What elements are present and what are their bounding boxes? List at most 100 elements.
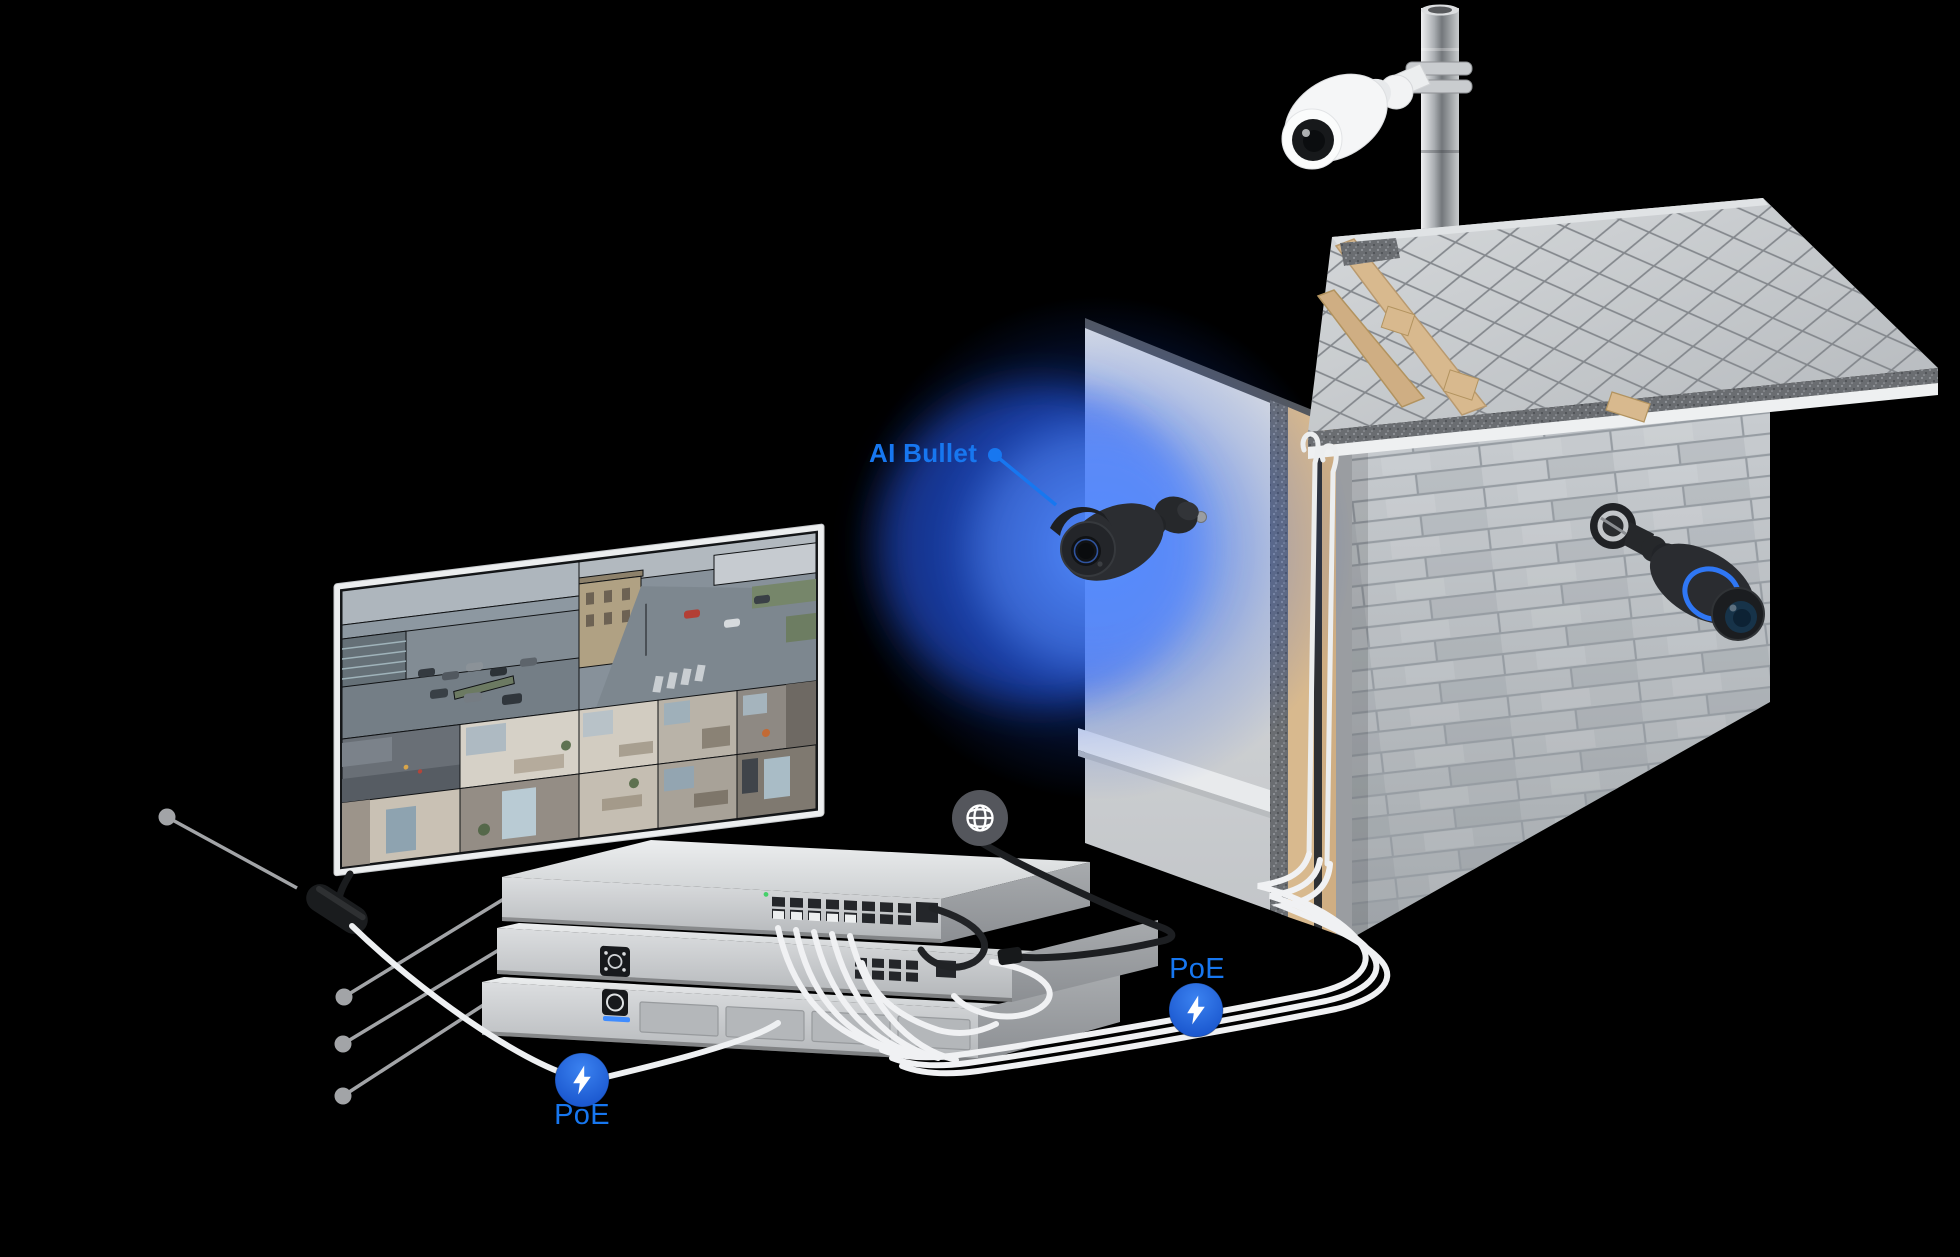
ethernet-port xyxy=(898,915,911,926)
uplink-cable xyxy=(978,839,1176,962)
in-wall-cables xyxy=(1300,431,1339,867)
nvr-led-strip xyxy=(603,1015,630,1023)
cable-plug xyxy=(791,911,802,921)
brick-wall-pattern xyxy=(1352,398,1770,938)
switch-front xyxy=(502,877,941,943)
patch-cable xyxy=(775,925,887,1051)
ethernet-port xyxy=(906,960,918,970)
purlin-end-2 xyxy=(1442,369,1480,401)
drive-bay xyxy=(639,1001,719,1037)
camera-feed-tile xyxy=(578,763,659,839)
camera-feed-tile xyxy=(459,709,580,790)
monitor-cable xyxy=(335,870,354,902)
display-logo-ring xyxy=(607,954,623,969)
purlin-end xyxy=(1380,305,1416,337)
callout-dot xyxy=(334,1087,352,1105)
camera-body xyxy=(1284,73,1388,163)
camera-hood xyxy=(1050,507,1112,536)
camera-mount-cap xyxy=(1177,501,1199,521)
ethernet-port xyxy=(808,898,821,909)
power-adapter xyxy=(306,884,368,934)
display-dot xyxy=(604,951,608,955)
roof-shingle-pattern xyxy=(1308,198,1938,432)
mount-slot xyxy=(1600,516,1627,536)
gateway-display xyxy=(600,945,630,978)
switch-top xyxy=(502,840,1090,899)
gable-rafter-2 xyxy=(1316,289,1426,408)
ethernet-port xyxy=(906,972,918,982)
patch-cables xyxy=(775,925,1053,1063)
camera-feed-tile xyxy=(736,744,817,820)
patch-cable-loop xyxy=(951,959,1053,1020)
cable-plug xyxy=(773,910,784,920)
patch-cable xyxy=(829,931,941,1061)
camera-cable xyxy=(1319,443,1339,867)
poe-label-wall: PoE xyxy=(554,1099,610,1131)
ethernet-port xyxy=(826,899,839,910)
gateway-front xyxy=(497,928,1012,1002)
callout-dot xyxy=(335,988,353,1006)
sfp-cable-loop xyxy=(917,904,988,971)
patch-cable xyxy=(847,933,959,1063)
ethernet-port xyxy=(772,896,785,907)
poe-badge-wall xyxy=(1168,982,1224,1038)
roof-ridge-cap xyxy=(1332,198,1768,244)
internet-uplink-cable xyxy=(917,839,1176,971)
ethernet-port xyxy=(880,914,893,925)
cable-plug xyxy=(809,912,820,922)
camera-feed-tile xyxy=(459,773,580,854)
display-dot xyxy=(604,967,608,971)
security-monitor xyxy=(333,523,825,877)
network-video-recorder xyxy=(482,974,1120,1062)
camera-feed-tile xyxy=(341,723,461,804)
camera-cable xyxy=(1300,431,1321,859)
display-dot xyxy=(622,968,626,972)
poe-cable xyxy=(889,857,1380,1069)
ai-bullet-callout xyxy=(988,448,1058,507)
lightning-icon xyxy=(573,1065,591,1095)
ethernet-port xyxy=(872,970,884,981)
patch-cable xyxy=(793,927,905,1055)
roof-fascia xyxy=(1308,383,1938,459)
camera-lens-inner xyxy=(1078,543,1094,559)
nvr-display-ring xyxy=(606,993,624,1012)
drive-bay xyxy=(725,1006,805,1042)
cable-connector xyxy=(997,946,1023,966)
label-line xyxy=(998,457,1058,507)
ethernet-port xyxy=(862,913,875,924)
nvr-top xyxy=(482,977,1000,1009)
lens-ring-glint xyxy=(1073,538,1099,564)
power-adapter-highlight xyxy=(316,885,366,921)
ethernet-port xyxy=(889,959,901,969)
lens-glass-inner xyxy=(1733,609,1751,627)
ai-bullet-label: AI Bullet xyxy=(869,438,978,468)
callout-dot xyxy=(334,1035,352,1053)
gateway-top xyxy=(497,923,1034,956)
callout-line xyxy=(343,892,513,999)
patch-cable xyxy=(811,929,923,1058)
gateway-bottom-shadow xyxy=(497,970,1012,1002)
roof xyxy=(1308,198,1938,459)
display-dot xyxy=(622,952,626,956)
cable-plug xyxy=(845,914,856,923)
camera-feed-tile xyxy=(578,532,817,711)
camera-feed-tile xyxy=(736,680,817,756)
eave-rafter xyxy=(1605,391,1651,423)
ethernet-port xyxy=(872,958,884,969)
callout-dot xyxy=(158,808,176,826)
lens-glint xyxy=(1729,604,1737,612)
pole-camera xyxy=(1281,61,1473,170)
status-led xyxy=(763,891,769,897)
bullet-camera-right xyxy=(1590,503,1765,641)
callout-line xyxy=(342,989,506,1098)
ethernet-port xyxy=(889,971,901,981)
ai-bullet-camera xyxy=(1050,496,1207,581)
label-dot xyxy=(988,448,1002,462)
nvr-side xyxy=(978,974,1120,1062)
camera-feed-tile xyxy=(657,689,738,765)
cable-plug xyxy=(827,913,838,923)
poe-badge-rack xyxy=(554,1052,610,1108)
ethernet-port xyxy=(790,897,803,908)
